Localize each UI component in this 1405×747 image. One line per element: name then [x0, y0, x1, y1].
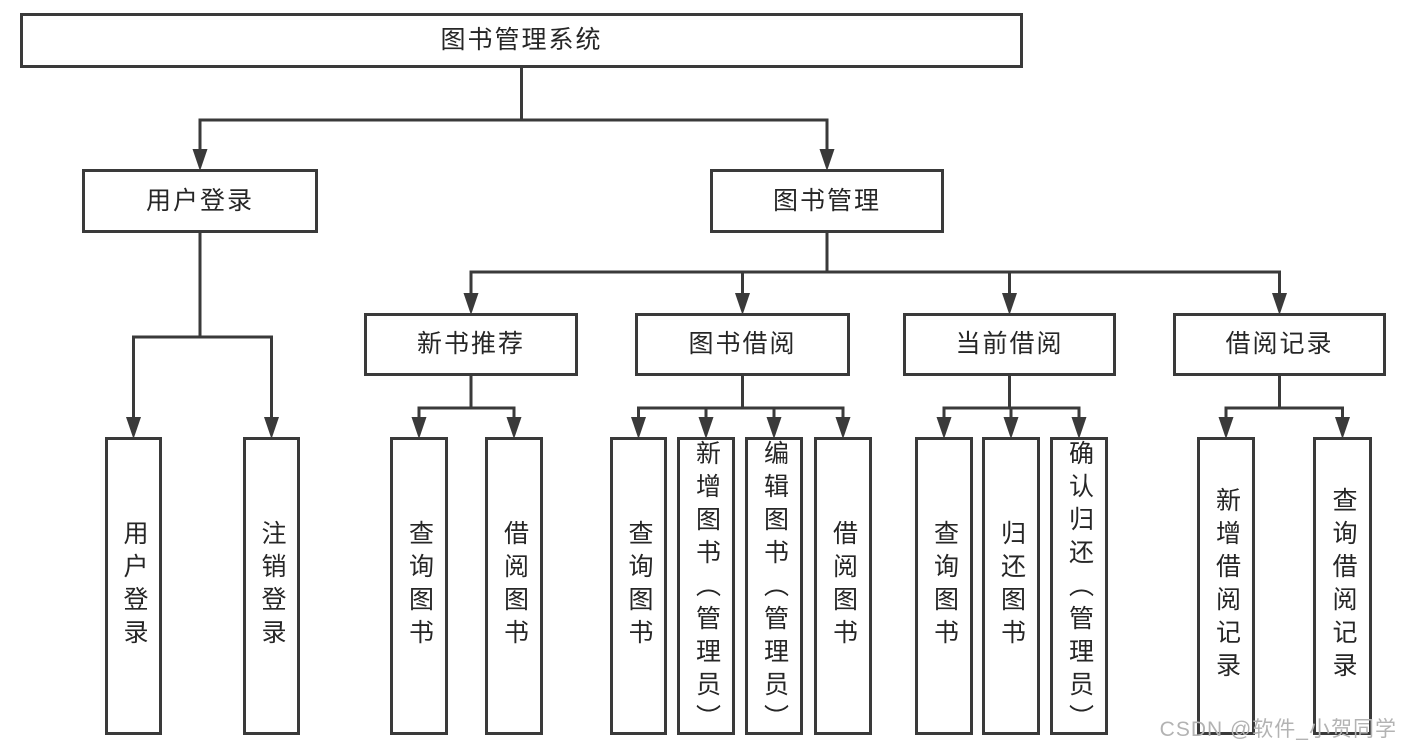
node-leaf-borrow-book-2: 借阅图书: [814, 437, 872, 735]
arrowhead-icon: [735, 293, 750, 315]
node-leaf-add-record: 新增借阅记录: [1197, 437, 1255, 735]
node-label: 用户登录: [145, 186, 254, 215]
node-label: 确认归还（管理员）: [1065, 440, 1094, 737]
node-current-borrow: 当前借阅: [903, 313, 1116, 376]
arrowhead-icon: [1272, 293, 1287, 315]
node-leaf-query-book-2: 查询图书: [610, 437, 667, 735]
arrowhead-icon: [766, 417, 782, 439]
arrowhead-icon: [819, 149, 835, 171]
arrowhead-icon: [1335, 417, 1350, 439]
node-label: 新增借阅记录: [1212, 487, 1241, 685]
arrowhead-icon: [192, 149, 208, 171]
node-leaf-query-book-3: 查询图书: [915, 437, 973, 735]
node-label: 查询图书: [625, 520, 653, 652]
node-label: 借阅记录: [1225, 330, 1334, 358]
node-label: 注销登录: [258, 520, 286, 652]
node-leaf-query-record: 查询借阅记录: [1313, 437, 1372, 735]
node-book-mgmt: 图书管理: [710, 169, 944, 233]
node-label: 用户登录: [120, 520, 148, 652]
node-label: 图书借阅: [688, 330, 797, 358]
node-user-login: 用户登录: [82, 169, 318, 233]
node-leaf-edit-book: 编辑图书（管理员）: [745, 437, 803, 737]
node-root: 图书管理系统: [20, 13, 1023, 68]
csdn-watermark: CSDN @软件_小贺同学: [1159, 718, 1397, 741]
arrowhead-icon: [1071, 417, 1087, 439]
node-leaf-user-login: 用户登录: [105, 437, 162, 735]
node-label: 归还图书: [997, 520, 1026, 652]
node-leaf-borrow-book-1: 借阅图书: [485, 437, 543, 735]
node-label: 查询借阅记录: [1329, 487, 1357, 685]
node-label: 查询图书: [405, 520, 434, 652]
arrowhead-icon: [698, 417, 714, 439]
node-label: 借阅图书: [500, 520, 529, 652]
node-label: 借阅图书: [829, 520, 858, 652]
node-label: 查询图书: [930, 520, 959, 652]
node-label: 图书管理: [772, 186, 881, 215]
node-leaf-add-book: 新增图书（管理员）: [677, 437, 735, 737]
arrowhead-icon: [506, 417, 522, 439]
arrowhead-icon: [1218, 417, 1234, 439]
node-new-book-rec: 新书推荐: [364, 313, 578, 376]
node-label: 当前借阅: [955, 330, 1064, 358]
node-label: 编辑图书（管理员）: [760, 440, 789, 737]
node-leaf-confirm-return: 确认归还（管理员）: [1050, 437, 1108, 737]
node-label: 图书管理系统: [440, 26, 603, 54]
arrowhead-icon: [264, 417, 279, 439]
node-leaf-logout: 注销登录: [243, 437, 300, 735]
arrowhead-icon: [126, 417, 141, 439]
arrowhead-icon: [411, 417, 427, 439]
arrowhead-icon: [1003, 417, 1019, 439]
arrowhead-icon: [835, 417, 851, 439]
node-borrow-records: 借阅记录: [1173, 313, 1386, 376]
arrowhead-icon: [936, 417, 952, 439]
node-book-borrow: 图书借阅: [635, 313, 850, 376]
arrowhead-icon: [463, 293, 479, 315]
node-label: 新增图书（管理员）: [692, 440, 721, 737]
arrowhead-icon: [1002, 293, 1017, 315]
node-label: 新书推荐: [416, 330, 525, 358]
node-leaf-return-book: 归还图书: [982, 437, 1040, 735]
arrowhead-icon: [631, 417, 646, 439]
node-leaf-query-book-1: 查询图书: [390, 437, 448, 735]
